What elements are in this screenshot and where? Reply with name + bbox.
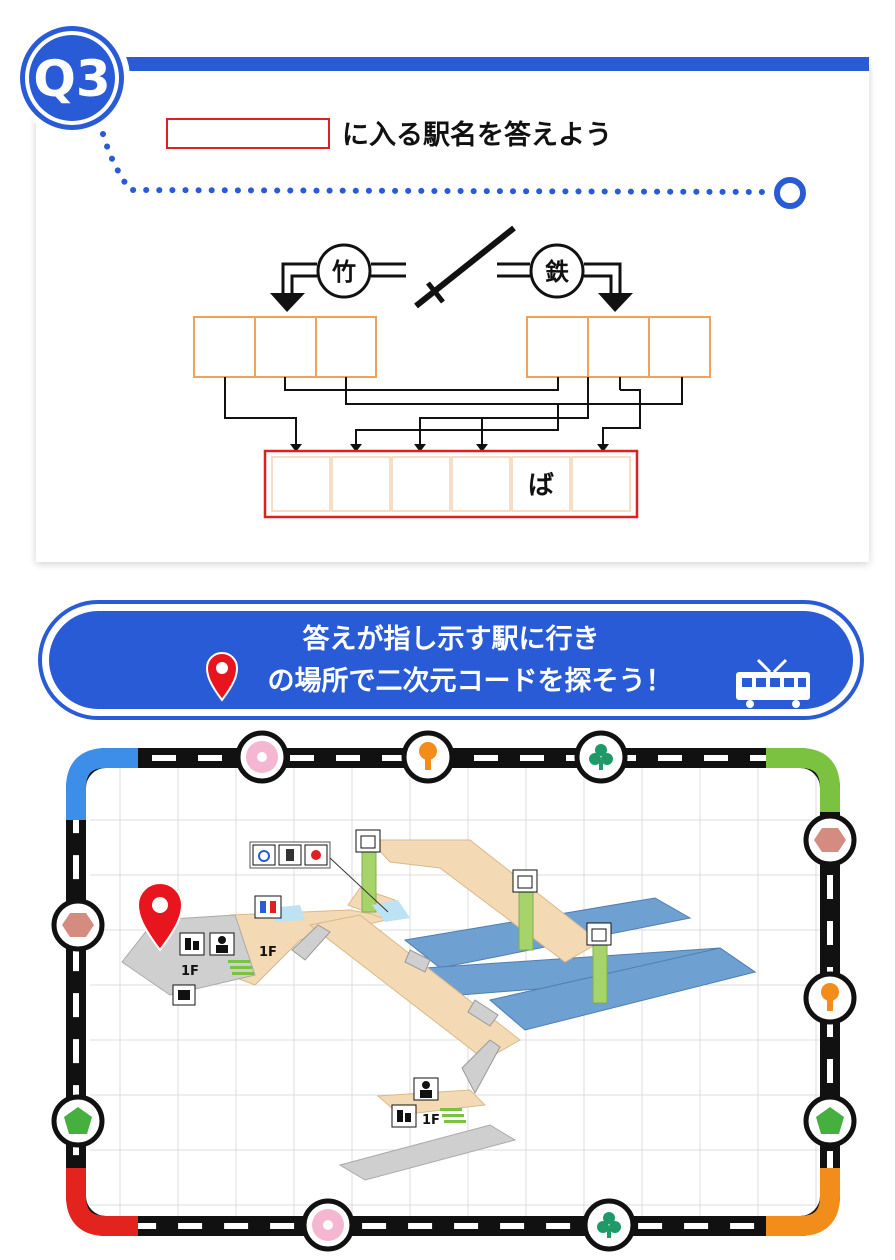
floor-label: 1F <box>259 945 277 960</box>
right-cells <box>526 316 711 378</box>
dotted-connector <box>100 131 806 209</box>
answer-row: ば <box>263 449 639 519</box>
stairs <box>291 924 501 1095</box>
sakura-icon <box>301 1198 355 1252</box>
gray-floor-bottom <box>338 1124 517 1181</box>
left-clue-char: 竹 <box>331 258 356 286</box>
key-icon <box>803 971 857 1025</box>
pentagon-icon <box>803 1094 857 1148</box>
connector-end-ring <box>774 177 806 209</box>
right-arrow-head <box>598 293 633 312</box>
sakura-icon <box>235 730 289 784</box>
card-top-bar <box>100 57 869 71</box>
baby-icon <box>304 844 328 866</box>
right-clue: 鉄 <box>497 243 633 312</box>
left-clue: 竹 <box>270 243 406 312</box>
elevator-icon <box>512 869 538 893</box>
key-icon <box>401 730 455 784</box>
banner-line-2: の場所で二次元コードを探そう！ <box>268 666 673 697</box>
locker-icon <box>278 844 302 866</box>
facility-icon-group <box>249 841 389 913</box>
restroom-icon <box>254 895 282 919</box>
train-icon <box>736 658 810 708</box>
ticket-gate-icon <box>179 932 205 956</box>
station-staff-icon <box>209 932 235 956</box>
ticket-machine-icon <box>172 984 196 1006</box>
wheelchair-icon <box>252 844 276 866</box>
answer-cell-5: ば <box>528 471 554 501</box>
answer-blank-box <box>166 118 330 149</box>
left-arrow-head <box>270 293 305 312</box>
banner-line-1: 答えが指し示す駅に行き <box>303 623 600 655</box>
floor-label: 1F <box>422 1113 440 1128</box>
question-number: Q3 <box>33 50 110 108</box>
wiring-arrows <box>290 444 609 452</box>
hexagon-icon <box>51 898 105 952</box>
location-pin-icon <box>136 882 184 952</box>
hexagon-icon <box>803 813 857 867</box>
concourse <box>214 839 601 1116</box>
question-badge: Q3 <box>14 20 130 136</box>
floor-label: 1F <box>181 964 199 979</box>
instruction-banner: 答えが指し示す駅に行き の場所で二次元コードを探そう！ <box>38 600 864 720</box>
elevator-icon <box>355 829 381 853</box>
elevator-icon <box>586 922 612 946</box>
gate-markings <box>228 960 466 1123</box>
clover-icon <box>582 1198 636 1252</box>
clover-icon <box>574 730 628 784</box>
question-prompt: に入る駅名を答えよう <box>342 119 612 151</box>
ticket-gate-icon <box>391 1104 417 1128</box>
slash-mark <box>414 225 516 309</box>
station-map: 1F 1F 1F <box>51 730 857 1252</box>
cell-wiring <box>224 377 683 446</box>
location-pin-icon <box>205 652 239 702</box>
left-cells <box>193 316 377 378</box>
station-staff-icon <box>413 1077 439 1101</box>
right-clue-char: 鉄 <box>545 258 569 286</box>
pentagon-icon <box>51 1094 105 1148</box>
